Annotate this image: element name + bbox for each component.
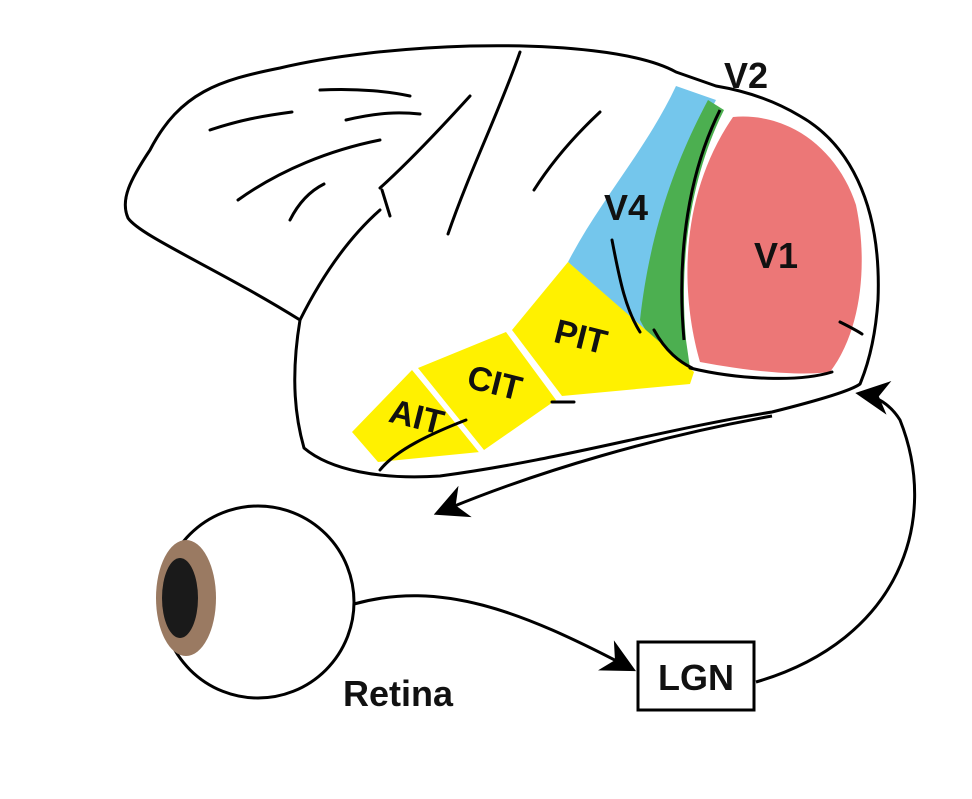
label-v1: V1	[754, 235, 798, 276]
label-v2: V2	[724, 55, 768, 96]
area-cit	[418, 332, 556, 450]
area-v4	[568, 86, 716, 378]
brain-outline	[123, 44, 880, 479]
arrow-it-to-output	[433, 414, 773, 518]
area-v1	[687, 116, 862, 374]
label-retina: Retina	[343, 673, 454, 714]
label-lgn: LGN	[658, 657, 734, 698]
lgn-box	[636, 640, 756, 712]
v1-v2-border	[680, 109, 722, 341]
pupil	[162, 558, 198, 638]
arrow-retina-to-lgn	[353, 594, 637, 672]
arrow-lgn-to-v1	[755, 381, 917, 684]
area-v2	[640, 100, 724, 368]
area-pit	[512, 262, 694, 396]
label-v4: V4	[604, 187, 648, 228]
it-dividers	[412, 328, 563, 454]
area-ait	[352, 370, 480, 462]
eye	[156, 504, 356, 700]
